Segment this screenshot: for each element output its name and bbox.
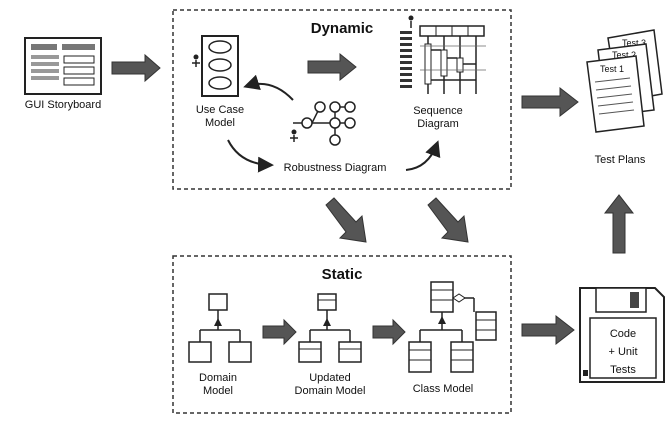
- sequence-icon: [400, 15, 486, 94]
- code-label-2: + Unit: [608, 346, 637, 358]
- class-model-node: Class Model: [408, 281, 497, 395]
- use-case-model-label-1: Use Case: [196, 104, 244, 116]
- block-arrow-storyboard-to-dynamic: [111, 53, 161, 83]
- test-plans-node: Test 3 Test 2 Test 1 Test Plans: [586, 29, 663, 166]
- sequence-diagram-label-1: Sequence: [413, 105, 463, 117]
- sequence-diagram-label-2: Diagram: [417, 118, 459, 130]
- use-case-model-node: Use Case Model: [192, 35, 244, 129]
- domain-model-label-1: Domain: [199, 372, 237, 384]
- test-sheet-1: Test 1: [586, 55, 645, 133]
- class-model-label: Class Model: [413, 383, 474, 395]
- code-unit-tests-node: Code + Unit Tests: [579, 287, 665, 383]
- block-arrow-usecase-to-sequence: [307, 52, 357, 82]
- sequence-diagram-node: Sequence Diagram: [400, 15, 486, 130]
- use-case-icon: [201, 35, 239, 97]
- robustness-icon: [290, 101, 356, 146]
- test-sheet-1-label: Test 1: [600, 64, 624, 74]
- robustness-diagram-label: Robustness Diagram: [284, 162, 387, 174]
- updated-domain-model-label-2: Domain Model: [295, 385, 366, 397]
- test-plans-label: Test Plans: [595, 154, 646, 166]
- dynamic-title: Dynamic: [311, 20, 374, 37]
- block-arrow-dynamic-to-static-left: [325, 197, 367, 243]
- block-arrow-code-to-testplans: [603, 194, 635, 254]
- use-case-model-label-2: Model: [205, 117, 235, 129]
- updated-domain-model-icon: [298, 293, 362, 363]
- test-sheet-3-label: Test 3: [622, 38, 646, 48]
- block-arrow-static-to-code: [521, 314, 575, 346]
- floppy-disk-icon: [579, 287, 665, 383]
- class-model-icon: [408, 281, 497, 373]
- code-label-3: Tests: [610, 364, 636, 376]
- gui-storyboard-label: GUI Storyboard: [25, 99, 101, 111]
- storyboard-icon: [24, 37, 102, 95]
- block-arrow-dynamic-to-static-right: [427, 197, 469, 243]
- domain-model-label-2: Model: [203, 385, 233, 397]
- code-label-1: Code: [610, 328, 636, 340]
- test-sheet-2-label: Test 2: [612, 50, 636, 60]
- gui-storyboard-node: GUI Storyboard: [24, 37, 102, 111]
- domain-model-node: Domain Model: [188, 293, 252, 397]
- domain-model-icon: [188, 293, 252, 363]
- static-box: Static: [172, 255, 512, 414]
- curved-arrow-robustness-to-sequence: [405, 140, 441, 171]
- curved-arrow-robustness-to-usecase: [243, 74, 294, 101]
- updated-domain-model-node: Updated Domain Model: [295, 293, 366, 397]
- curved-arrow-usecase-to-robustness: [227, 139, 274, 173]
- actor-icon: [192, 54, 200, 67]
- robustness-diagram-node: Robustness Diagram: [284, 101, 387, 174]
- dynamic-box: Dynamic: [172, 9, 512, 190]
- static-title: Static: [322, 266, 363, 283]
- block-arrow-domain-to-updated: [262, 318, 297, 346]
- block-arrow-updated-to-class: [372, 318, 406, 346]
- block-arrow-dynamic-to-testplans: [521, 86, 579, 118]
- updated-domain-model-label-1: Updated: [309, 372, 351, 384]
